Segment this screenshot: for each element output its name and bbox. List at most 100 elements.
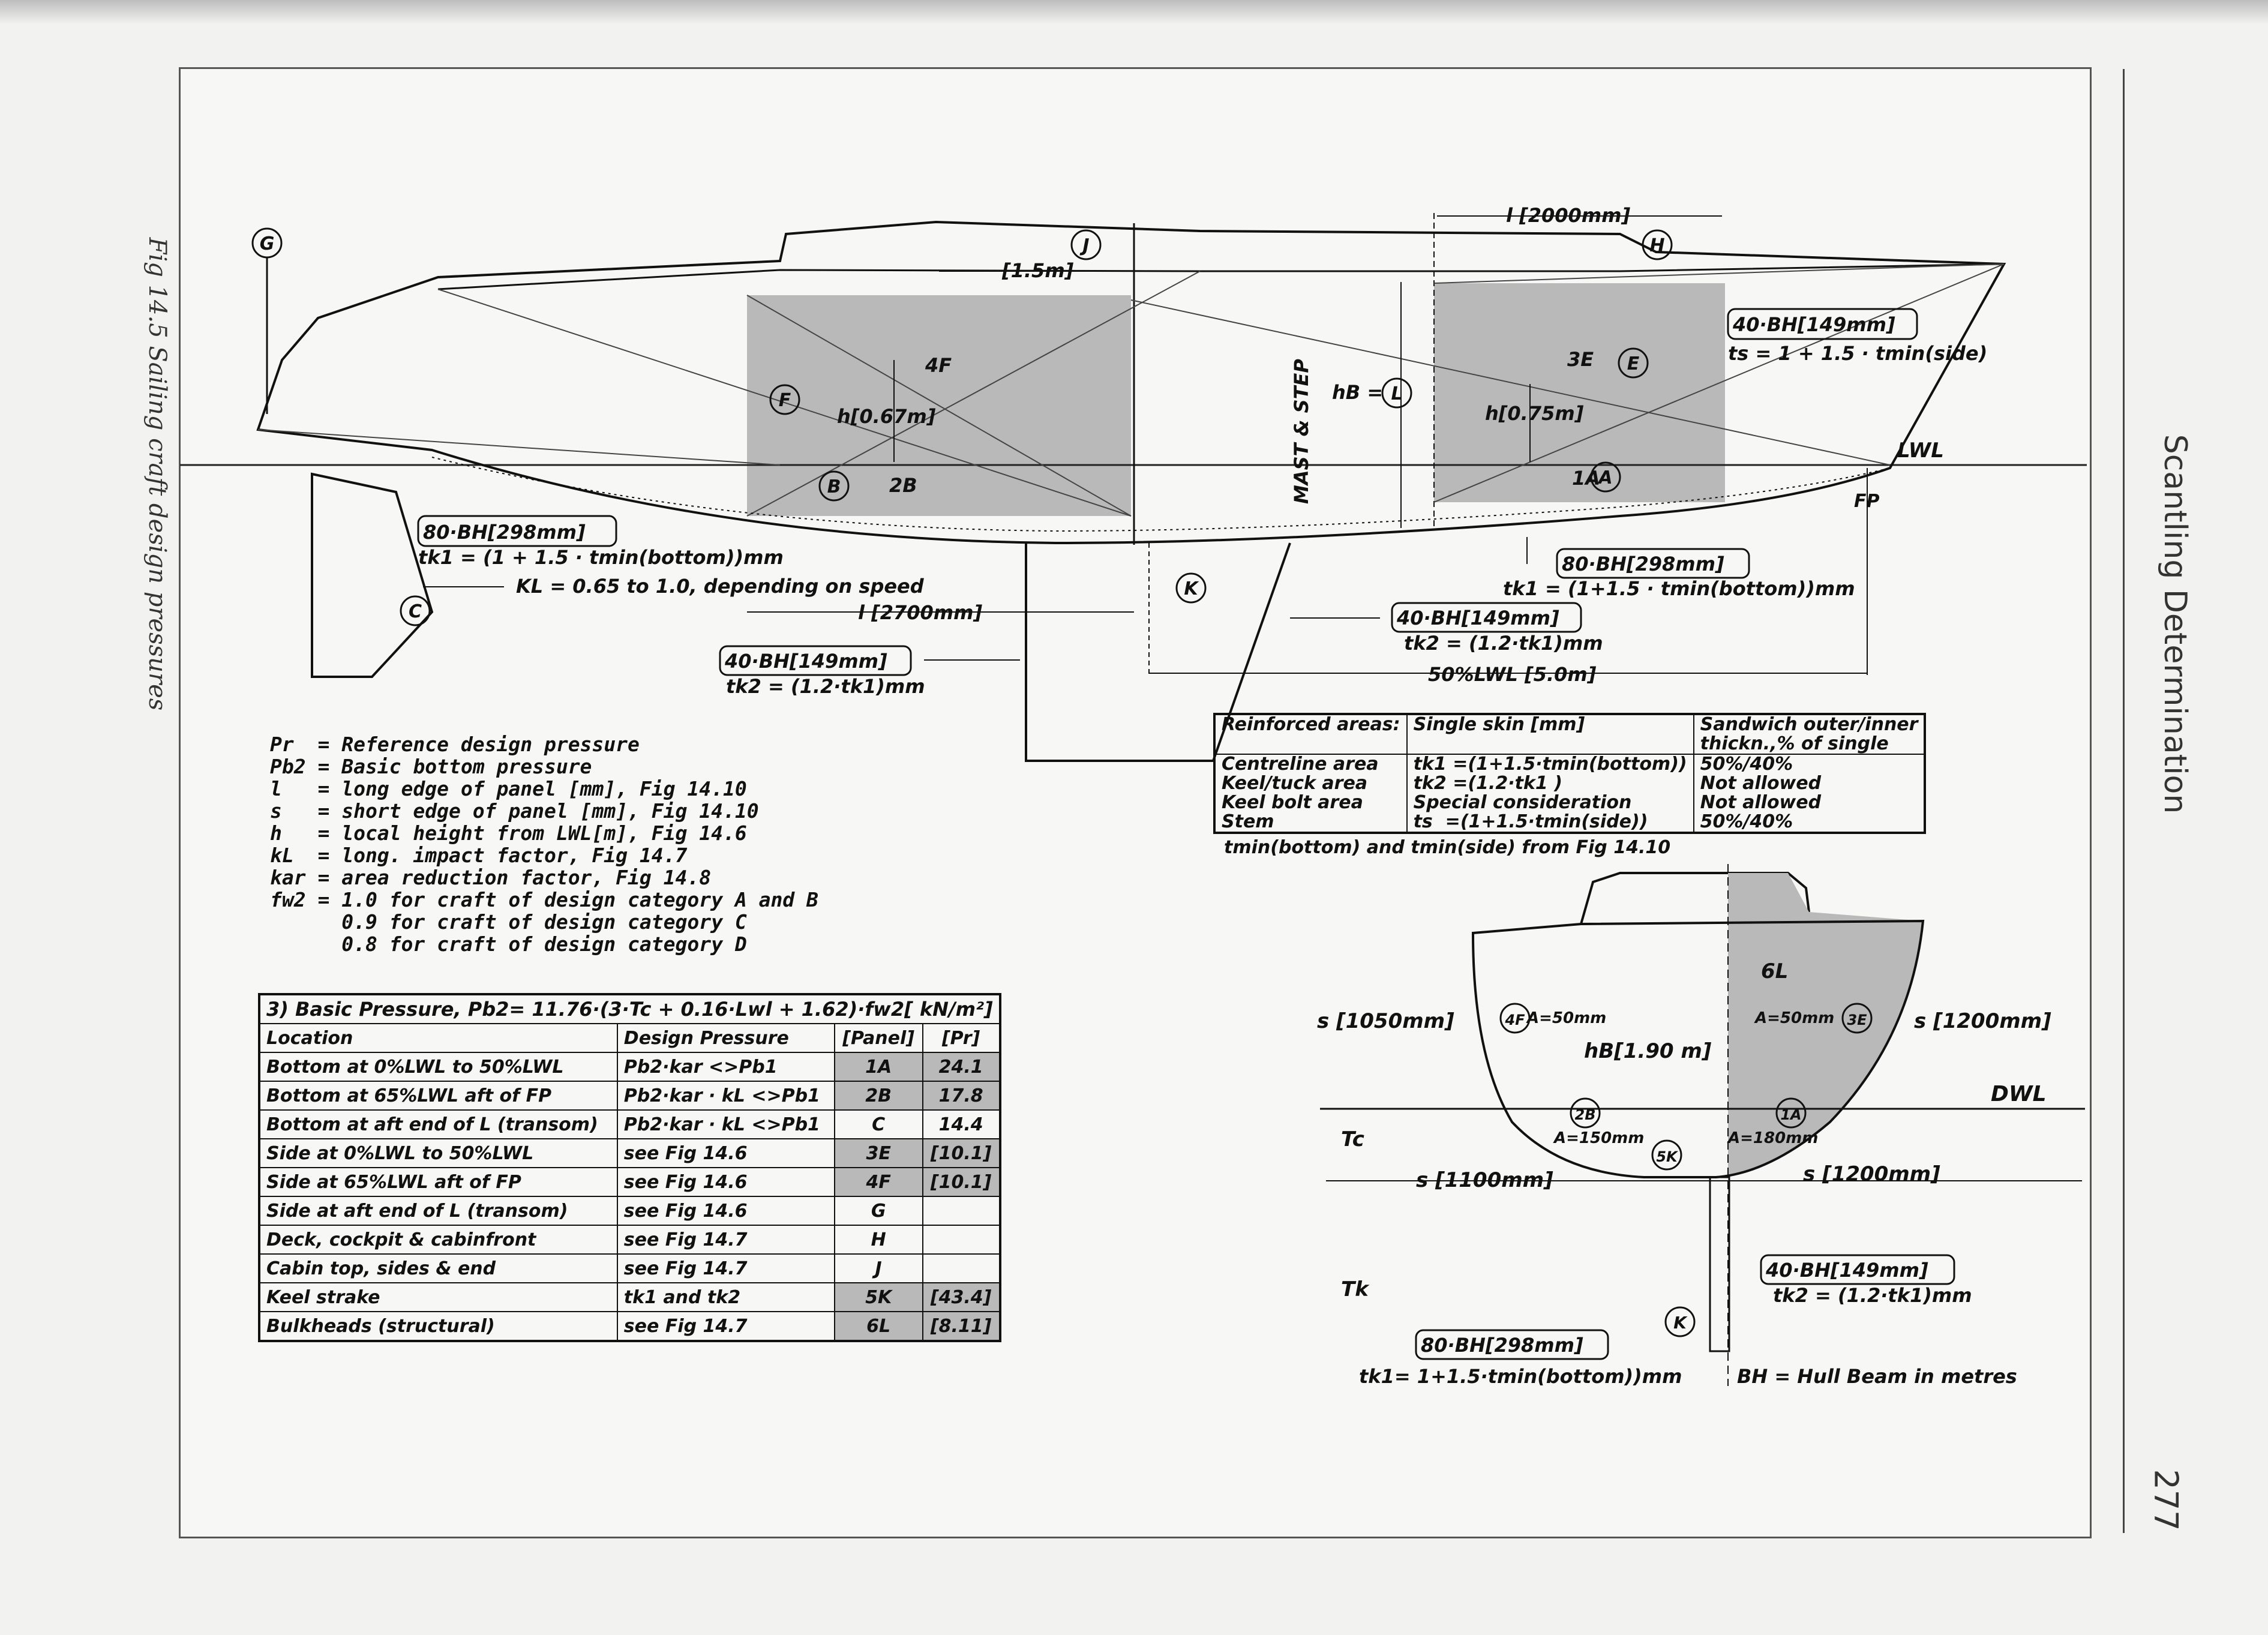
marker-c-label: C — [409, 601, 422, 622]
table-cell: [8.11] — [922, 1311, 1001, 1342]
marker-g-label: G — [260, 233, 275, 254]
table-row: Side at aft end of L (transom) see Fig 1… — [259, 1196, 1001, 1226]
table-row: Bulkheads (structural) see Fig 14.7 6L [… — [259, 1311, 1001, 1342]
section-shade — [1728, 873, 1923, 1176]
table-cell: Deck, cockpit & cabinfront — [259, 1225, 618, 1255]
marker-f — [769, 384, 800, 415]
table-cell: Bottom at 0%LWL to 50%LWL — [259, 1052, 618, 1082]
marker-5k-label: 5K — [1656, 1148, 1679, 1165]
box40-right — [1391, 602, 1582, 633]
table-row: Keel strake tk1 and tk2 5K [43.4] — [259, 1282, 1001, 1312]
section-box40 — [1760, 1254, 1955, 1285]
legend-line: Pb2 = Basic bottom pressure — [270, 755, 592, 778]
marker-b-label: B — [827, 476, 841, 497]
stem-box-label: 40·BH[149mm] — [1732, 313, 1895, 336]
box40-left-label: 40·BH[149mm] — [724, 650, 887, 673]
lwl50-label: 50%LWL [5.0m] — [1428, 663, 1597, 686]
s1200-bot-label: s [1200mm] — [1803, 1162, 1940, 1186]
table-cell: Pb2·kar · kL <>Pb1 — [616, 1109, 835, 1139]
panel-2b-label: 2B — [889, 474, 917, 497]
tc-label: Tc — [1341, 1127, 1364, 1151]
lwl-label: LWL — [1897, 439, 1944, 463]
table-cell: J — [833, 1253, 923, 1283]
keel-box-left — [417, 515, 617, 547]
table-cell: tk1 and tk2 — [616, 1282, 835, 1312]
table-cell: Keel strake — [259, 1282, 618, 1312]
h075-label: h[0.75m] — [1485, 402, 1584, 425]
marker-b — [818, 470, 850, 502]
table-header: Design Pressure — [616, 1023, 835, 1053]
box40-left — [719, 645, 912, 676]
legend-line: l = long edge of panel [mm], Fig 14.10 — [270, 777, 747, 800]
a180-label: A=180mm — [1727, 1129, 1818, 1147]
keel-box-right — [1556, 548, 1750, 579]
marker-1a — [1775, 1097, 1807, 1129]
reinforced-note: tmin(bottom) and tmin(side) from Fig 14.… — [1224, 837, 1671, 858]
keel-box-right-label: 80·BH[298mm] — [1562, 553, 1724, 575]
table-header: Location — [259, 1023, 618, 1053]
table-header: Sandwich outer/inner thickn.,% of single — [1693, 714, 1925, 755]
dim-2000-label: l [2000mm] — [1506, 204, 1630, 227]
hb-eq-label: hB = — [1332, 381, 1383, 404]
table-row: Side at 65%LWL aft of FP see Fig 14.6 4F… — [259, 1167, 1001, 1197]
table-row: Side at 0%LWL to 50%LWL see Fig 14.6 3E … — [259, 1138, 1001, 1168]
table-cell: see Fig 14.7 — [616, 1311, 835, 1342]
table-cell: Pb2·kar <>Pb1 — [616, 1052, 835, 1082]
hull-profile — [256, 220, 2006, 545]
marker-k — [1175, 572, 1207, 604]
marker-4f-label: 4F — [1504, 1012, 1525, 1028]
construction-line — [1433, 263, 2005, 284]
table-cell: 24.1 — [922, 1052, 1001, 1082]
marker-4f — [1499, 1003, 1531, 1034]
table-cell: 3E — [833, 1138, 923, 1168]
construction-line — [437, 289, 1132, 517]
marker-h-label: H — [1649, 235, 1664, 256]
marker-c — [400, 595, 431, 626]
marker-h — [1642, 229, 1673, 260]
table-header: [Panel] — [833, 1023, 923, 1053]
legend-line: s = short edge of panel [mm], Fig 14.10 — [270, 799, 759, 823]
panel-1a-label: 1A — [1572, 467, 1600, 490]
marker-k-section-label: K — [1673, 1313, 1688, 1333]
s1200-top-label: s [1200mm] — [1914, 1009, 2051, 1033]
marker-3e — [1841, 1003, 1873, 1034]
table-cell: 14.4 — [922, 1109, 1001, 1139]
marker-l — [1381, 377, 1412, 409]
a50-right-label: A=50mm — [1754, 1009, 1834, 1027]
table-cell: tk1 =(1+1.5·tmin(bottom)) tk2 =(1.2·tk1 … — [1406, 754, 1694, 833]
dwl-label: DWL — [1991, 1082, 2047, 1106]
table-cell: G — [833, 1196, 923, 1226]
table-header: Single skin [mm] — [1406, 714, 1694, 755]
legend-line: kar = area reduction factor, Fig 14.8 — [270, 866, 712, 889]
table-cell: 2B — [833, 1081, 923, 1111]
marker-g — [251, 227, 283, 259]
table-cell: see Fig 14.6 — [616, 1167, 835, 1197]
s1100-label: s [1100mm] — [1416, 1168, 1553, 1192]
section-keel-fin — [1709, 1176, 1730, 1352]
pressure-table-title: 3) Basic Pressure, Pb2= 11.76·(3·Tc + 0.… — [259, 994, 1001, 1024]
marker-k-section — [1664, 1306, 1696, 1337]
marker-f-label: F — [779, 390, 791, 411]
table-cell: 6L — [833, 1311, 923, 1342]
tk2-left-label: tk2 = (1.2·tk1)mm — [726, 675, 925, 698]
legend-line: h = local height from LWL[m], Fig 14.6 — [270, 821, 747, 845]
section-box40-label: 40·BH[149mm] — [1765, 1259, 1928, 1282]
a50-left-label: A=50mm — [1526, 1009, 1606, 1027]
hb190-label: hB[1.90 m] — [1584, 1039, 1712, 1063]
table-header: [Pr] — [922, 1023, 1001, 1053]
panel-3e-label: 3E — [1567, 348, 1594, 371]
reinforced-areas-table: Reinforced areas: Single skin [mm] Sandw… — [1213, 713, 1927, 834]
table-cell: see Fig 14.6 — [616, 1196, 835, 1226]
legend-line: fw2 = 1.0 for craft of design category A… — [270, 888, 818, 911]
box40-right-label: 40·BH[149mm] — [1396, 607, 1559, 629]
legend-line: kL = long. impact factor, Fig 14.7 — [270, 844, 688, 867]
marker-k-label: K — [1184, 578, 1199, 599]
table-cell: 1A — [833, 1052, 923, 1082]
right-margin-rule — [2123, 69, 2125, 1533]
table-cell: Side at 65%LWL aft of FP — [259, 1167, 618, 1197]
marker-l-label: L — [1391, 383, 1402, 404]
legend-line: Pr = Reference design pressure — [270, 733, 640, 756]
rudder — [311, 472, 434, 678]
marker-1a-label: 1A — [1780, 1106, 1801, 1123]
